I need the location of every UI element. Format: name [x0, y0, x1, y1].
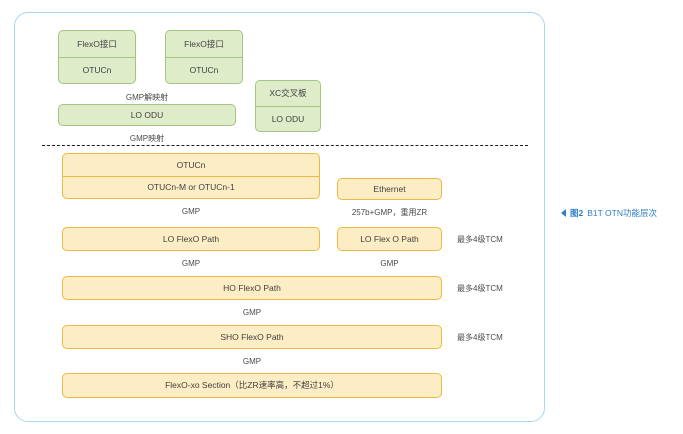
gmp-map-label: GMP映射 — [129, 134, 165, 143]
lo-flexo-path-box: LO FlexO Path — [62, 227, 320, 251]
otucn-label-1: OTUCn — [59, 56, 135, 84]
otucn-top-label: OTUCn — [176, 159, 206, 170]
flexo-interface-label-2: FlexO接口 — [184, 38, 224, 49]
ethernet-box: Ethernet — [337, 178, 442, 200]
gmp-label-right: GMP — [380, 259, 399, 268]
flexo-client-stack-2: FlexO接口 OTUCn — [165, 30, 243, 84]
figure-caption: 图2 B1T OTN功能层次 — [561, 207, 657, 219]
lo-flex-o-path-box: LO Flex O Path — [337, 227, 442, 251]
sho-flexo-path-box: SHO FlexO Path — [62, 325, 442, 349]
tcm-note-3: 最多4级TCM — [457, 333, 503, 342]
caption-title: B1T OTN功能层次 — [587, 208, 657, 218]
caption-arrow-icon — [561, 209, 566, 217]
otucn-label-2: OTUCn — [166, 56, 242, 84]
xc-crossconnect-label: XC交叉板 — [269, 88, 307, 99]
gmp-demap-label: GMP解映射 — [125, 93, 169, 102]
flexo-interface-label-1: FlexO接口 — [77, 38, 117, 49]
xc-lo-odu-label: LO ODU — [256, 105, 320, 132]
otucn-m-label: OTUCn-M or OTUCn-1 — [63, 175, 319, 199]
mapping-note-label: 257b+GMP，重用ZR — [351, 208, 428, 217]
tcm-note-2: 最多4级TCM — [457, 284, 503, 293]
gmp-label-3: GMP — [242, 308, 262, 317]
flexo-section-box: FlexO-xo Section（比ZR速率高，不超过1%） — [62, 373, 442, 398]
gmp-label-4: GMP — [242, 357, 262, 366]
gmp-label-1: GMP — [181, 207, 201, 216]
tcm-note-1: 最多4级TCM — [457, 235, 503, 244]
caption-number: 图2 — [570, 208, 584, 218]
otucn-stack: OTUCn OTUCn-M or OTUCn-1 — [62, 153, 320, 199]
gmp-label-2: GMP — [181, 259, 201, 268]
flexo-client-stack-1: FlexO接口 OTUCn — [58, 30, 136, 84]
lo-odu-box: LO ODU — [58, 104, 236, 126]
section-divider — [42, 145, 528, 146]
xc-crossconnect-stack: XC交叉板 LO ODU — [255, 80, 321, 132]
ho-flexo-path-box: HO FlexO Path — [62, 276, 442, 300]
